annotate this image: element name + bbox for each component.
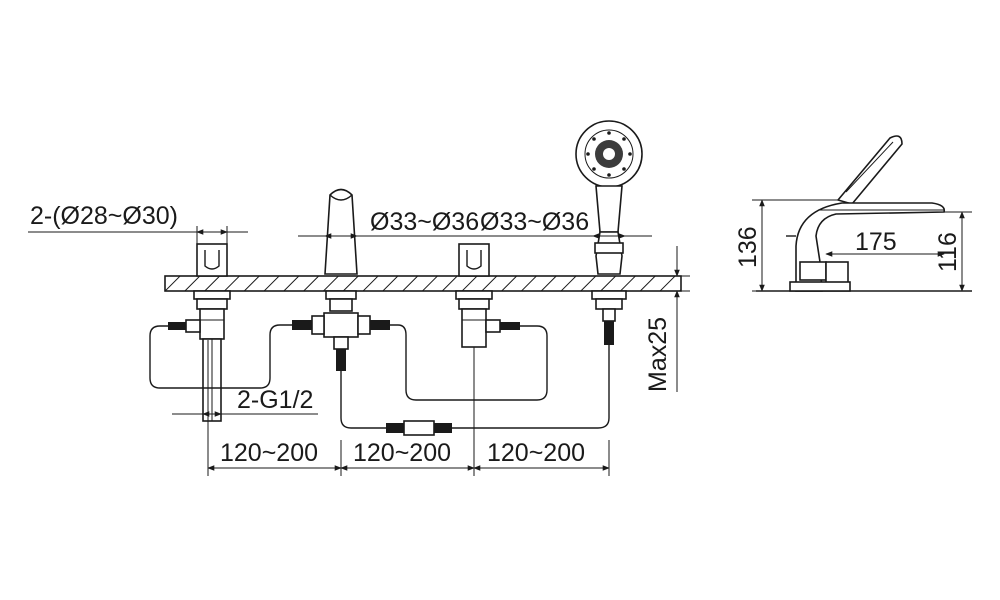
dimension-labels: 2-(Ø28~Ø30) Ø33~Ø36 Ø33~Ø36 2-G1/2 120~2…	[30, 202, 672, 467]
side-height-label: 136	[734, 226, 762, 268]
side-spout-height-label: 116	[934, 232, 962, 272]
left-handle-valve	[168, 243, 231, 422]
spout	[292, 188, 390, 371]
spacing-label-1: 120~200	[220, 439, 318, 467]
side-view	[756, 135, 972, 292]
side-view-labels: 136 175 116	[734, 226, 962, 272]
right-handle-valve	[455, 243, 520, 470]
dimension-lines	[28, 226, 690, 476]
shower-hole-diameter-label: Ø33~Ø36	[480, 208, 589, 236]
max-deck-label: Max25	[644, 317, 672, 392]
side-reach-label: 175	[855, 228, 897, 256]
side-view-dimensions	[752, 199, 972, 292]
handle-hole-diameter-label: 2-(Ø28~Ø30)	[30, 202, 178, 230]
deck-surface	[164, 275, 682, 292]
spacing-label-2: 120~200	[353, 439, 451, 467]
hand-shower	[575, 120, 643, 345]
hoses	[149, 324, 610, 436]
spacing-label-3: 120~200	[487, 439, 585, 467]
spout-hole-diameter-label: Ø33~Ø36	[370, 208, 479, 236]
inlet-thread-label: 2-G1/2	[237, 386, 313, 414]
